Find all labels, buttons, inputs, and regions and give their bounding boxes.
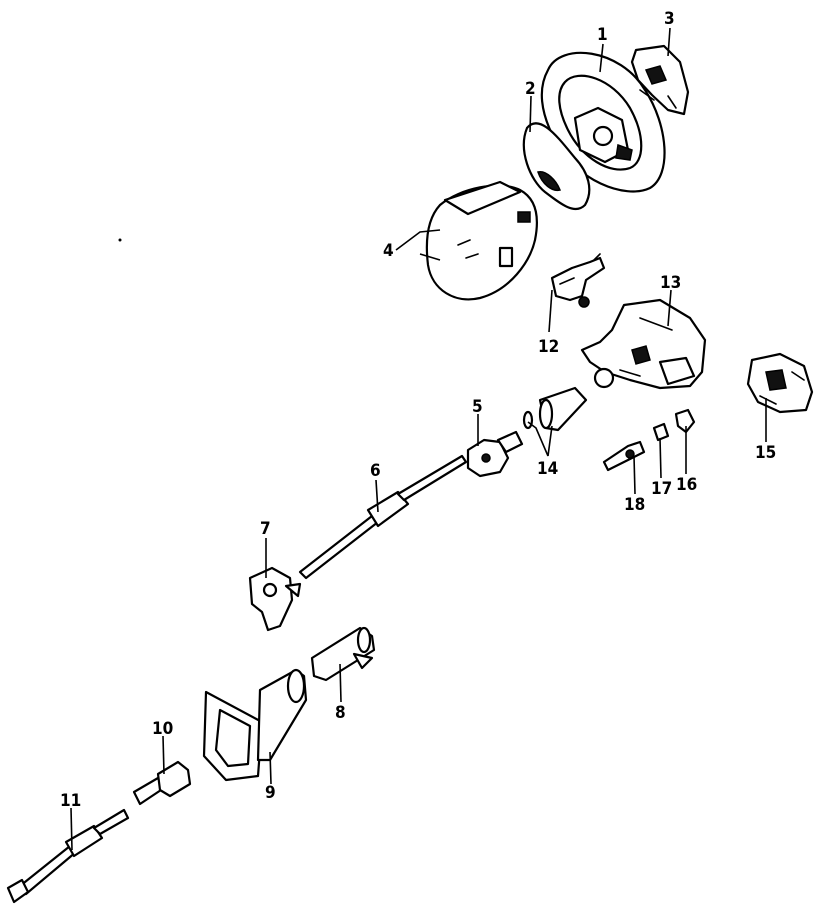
part-10-u-joint [132, 760, 192, 806]
part-15-tilt-assembly [746, 352, 814, 414]
callout-15: 15 [755, 443, 776, 463]
part-16-clip [674, 408, 696, 434]
callout-11: 11 [60, 791, 81, 811]
callout-5: 5 [472, 397, 483, 417]
callout-18: 18 [624, 495, 645, 515]
leader-lines [70, 27, 767, 851]
part-11-intermediate-shaft [6, 808, 130, 904]
callout-1: 1 [597, 25, 608, 45]
callout-2: 2 [525, 79, 536, 99]
callout-labels: 1 2 3 4 5 6 7 8 9 10 11 12 13 14 15 16 1… [60, 9, 776, 811]
callout-3: 3 [664, 9, 675, 29]
part-6-upper-shaft [298, 454, 468, 580]
part-14-bushings [522, 386, 588, 432]
callout-6: 6 [370, 461, 381, 481]
part-17-retainer [652, 422, 670, 442]
part-12-lock-switch [550, 253, 606, 308]
part-4-column-cover [425, 180, 538, 301]
callout-8: 8 [335, 703, 346, 723]
part-13-column-housing [580, 298, 707, 390]
callout-7: 7 [260, 519, 271, 539]
callout-17: 17 [651, 479, 672, 499]
stray-dot [118, 238, 122, 242]
part-3-horn-pad [630, 44, 690, 116]
callout-4: 4 [383, 241, 394, 261]
part-8-lower-tube [310, 626, 376, 682]
part-7-lower-bracket [248, 566, 302, 632]
callout-9: 9 [265, 783, 276, 803]
callout-14: 14 [537, 459, 558, 479]
part-5-flange [466, 430, 524, 478]
part-9-boot-seal [202, 668, 308, 782]
callout-12: 12 [538, 337, 559, 357]
callout-13: 13 [660, 273, 681, 293]
callout-10: 10 [152, 719, 173, 739]
callout-16: 16 [676, 475, 697, 495]
part-2-wheel-cover [522, 122, 591, 211]
part-18-bolt [602, 440, 646, 472]
